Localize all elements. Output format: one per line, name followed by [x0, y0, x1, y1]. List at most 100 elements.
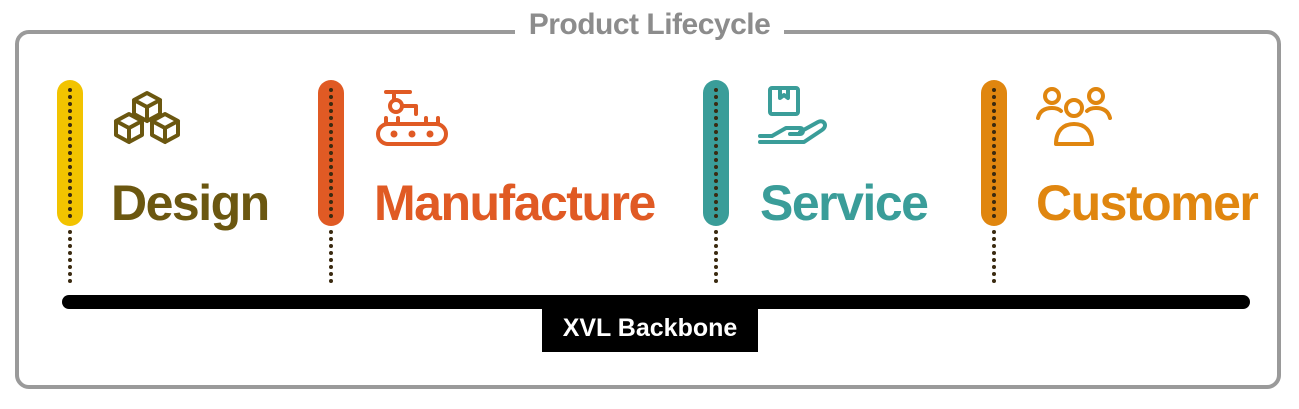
dot [68, 123, 72, 127]
design-connector [68, 230, 72, 283]
customer-pill-dots [992, 88, 996, 218]
dot [329, 200, 333, 204]
dot [714, 193, 718, 197]
service-pill [703, 80, 729, 226]
dot [329, 258, 333, 262]
dot [68, 186, 72, 190]
dot [329, 179, 333, 183]
dot [68, 244, 72, 248]
frame-title-wrap: Product Lifecycle [0, 8, 1299, 42]
factory-conveyor-icon [372, 84, 452, 153]
dot [68, 172, 72, 176]
dot [329, 207, 333, 211]
dot [329, 88, 333, 92]
dot [992, 130, 996, 134]
dot [68, 214, 72, 218]
dot [329, 158, 333, 162]
dot [329, 102, 333, 106]
dot [714, 272, 718, 276]
dot [329, 172, 333, 176]
dot [714, 172, 718, 176]
dot [714, 251, 718, 255]
dot [329, 279, 333, 283]
dot [714, 137, 718, 141]
dot [992, 137, 996, 141]
dot [68, 144, 72, 148]
dot [68, 207, 72, 211]
dot [992, 214, 996, 218]
dot [714, 109, 718, 113]
dot [992, 230, 996, 234]
dot [992, 237, 996, 241]
dot [714, 179, 718, 183]
dot [714, 95, 718, 99]
dot [68, 151, 72, 155]
dot [992, 258, 996, 262]
dot [992, 200, 996, 204]
dot [714, 279, 718, 283]
dot [329, 265, 333, 269]
design-pill-dots [68, 88, 72, 218]
people-group-icon [1034, 84, 1114, 153]
dot [68, 258, 72, 262]
dot [992, 95, 996, 99]
hand-package-icon [756, 84, 830, 153]
dot [714, 165, 718, 169]
dot [714, 207, 718, 211]
dot [329, 237, 333, 241]
dot [992, 102, 996, 106]
dot [714, 214, 718, 218]
dot [714, 230, 718, 234]
dot [68, 200, 72, 204]
dot [992, 144, 996, 148]
dot [68, 130, 72, 134]
dot [714, 200, 718, 204]
backbone-bar [62, 295, 1250, 309]
dot [992, 186, 996, 190]
dot [329, 123, 333, 127]
dot [992, 158, 996, 162]
backbone-label: XVL Backbone [542, 304, 758, 352]
dot [714, 265, 718, 269]
manufacture-pill-dots [329, 88, 333, 218]
manufacture-pill [318, 80, 344, 226]
dot [992, 116, 996, 120]
dot [68, 179, 72, 183]
dot [714, 258, 718, 262]
manufacture-connector [329, 230, 333, 283]
dot [992, 272, 996, 276]
dot [329, 165, 333, 169]
dot [68, 193, 72, 197]
customer-connector [992, 230, 996, 283]
dot [68, 279, 72, 283]
dot [68, 230, 72, 234]
dot [329, 137, 333, 141]
dot [68, 251, 72, 255]
dot [992, 279, 996, 283]
dot [992, 88, 996, 92]
dot [714, 244, 718, 248]
dot [329, 109, 333, 113]
dot [68, 265, 72, 269]
dot [714, 151, 718, 155]
dot [714, 186, 718, 190]
dot [329, 130, 333, 134]
dot [992, 251, 996, 255]
dot [992, 265, 996, 269]
dot [714, 237, 718, 241]
dot [992, 151, 996, 155]
cubes-icon [110, 84, 184, 153]
dot [68, 237, 72, 241]
dot [992, 193, 996, 197]
dot [68, 116, 72, 120]
dot [714, 116, 718, 120]
dot [68, 109, 72, 113]
dot [329, 151, 333, 155]
dot [329, 244, 333, 248]
dot [329, 214, 333, 218]
stage-label-customer: Customer [1036, 175, 1259, 231]
dot [992, 165, 996, 169]
dot [68, 102, 72, 106]
dot [992, 172, 996, 176]
service-connector [714, 230, 718, 283]
